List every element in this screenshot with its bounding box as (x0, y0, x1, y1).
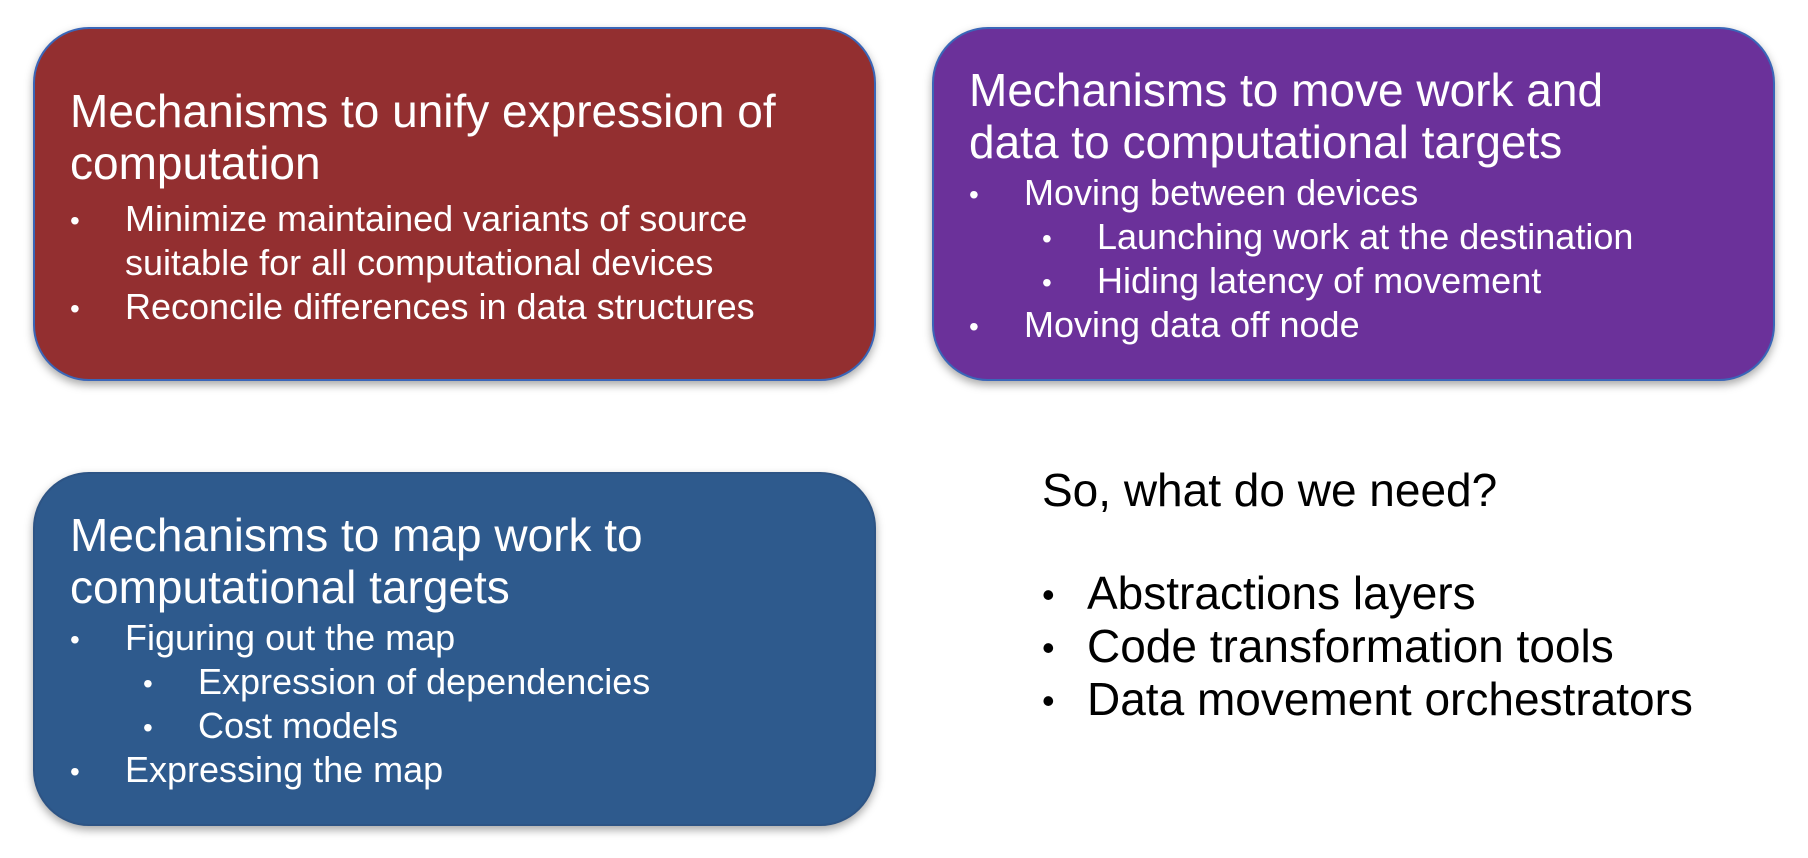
unify-bullet-2: Reconcile differences in data structures (125, 286, 755, 327)
bullet-icon: • (70, 293, 80, 324)
bullet-icon: • (969, 311, 979, 342)
bullet-icon: • (143, 668, 153, 699)
summary-item-2: Code transformation tools (1087, 620, 1614, 672)
bullet-icon: • (1042, 680, 1055, 721)
unify-expression-box: Mechanisms to unify expression of comput… (33, 27, 876, 381)
move-box-title-line2: data to computational targets (969, 116, 1563, 168)
bullet-icon: • (70, 756, 80, 787)
move-subbullet-2: Hiding latency of movement (1097, 260, 1542, 301)
move-work-box: Mechanisms to move work and data to comp… (932, 27, 1775, 381)
bullet-icon: • (1042, 267, 1052, 298)
map-subbullet-2: Cost models (198, 705, 399, 746)
map-bullet-1: Figuring out the map (125, 617, 456, 658)
map-box-title-line1: Mechanisms to map work to (70, 509, 643, 561)
bullet-icon: • (70, 624, 80, 655)
unify-bullet-1-line2: suitable for all computational devices (125, 242, 714, 283)
map-subbullet-1: Expression of dependencies (198, 661, 651, 702)
bullet-icon: • (70, 205, 80, 236)
bullet-icon: • (1042, 574, 1055, 615)
bullet-icon: • (1042, 223, 1052, 254)
bullet-icon: • (969, 179, 979, 210)
unify-bullet-1-line1: Minimize maintained variants of source (125, 198, 748, 239)
map-bullet-2: Expressing the map (125, 749, 444, 790)
bullet-icon: • (1042, 627, 1055, 668)
move-subbullet-1: Launching work at the destination (1097, 216, 1634, 257)
move-bullet-1: Moving between devices (1024, 172, 1419, 213)
move-bullet-2: Moving data off node (1024, 304, 1360, 345)
unify-box-title-line1: Mechanisms to unify expression of (70, 85, 776, 137)
move-box-title-line1: Mechanisms to move work and (969, 64, 1604, 116)
map-work-box: Mechanisms to map work to computational … (33, 472, 876, 826)
summary-question: So, what do we need? (1042, 464, 1498, 516)
map-box-title-line2: computational targets (70, 561, 510, 613)
bullet-icon: • (143, 712, 153, 743)
summary-item-1: Abstractions layers (1087, 567, 1476, 619)
summary-item-3: Data movement orchestrators (1087, 673, 1693, 725)
unify-box-title-line2: computation (70, 137, 321, 189)
